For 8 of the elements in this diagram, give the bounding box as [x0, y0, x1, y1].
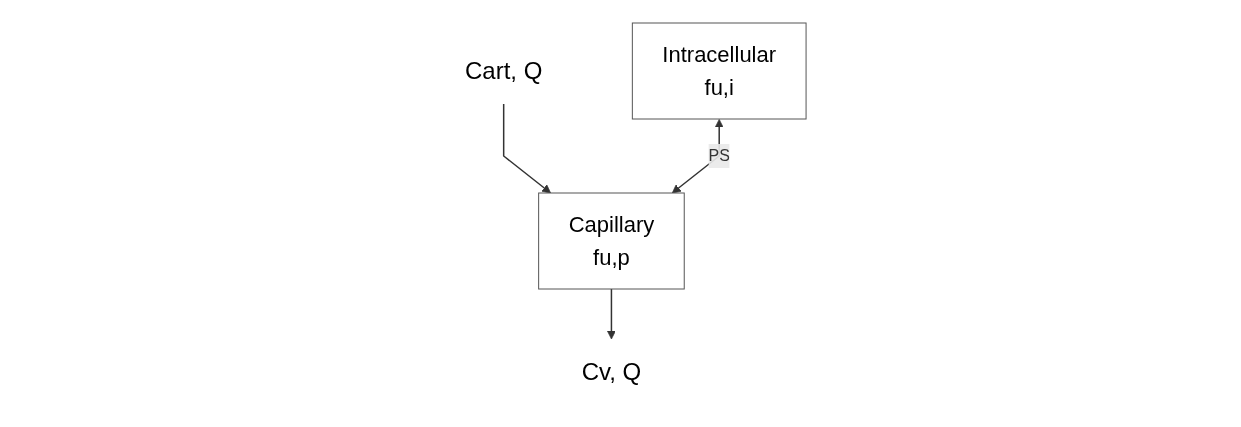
arrow [671, 118, 724, 193]
node-text: Cv, Q [581, 357, 642, 385]
arrow [502, 102, 551, 193]
edge-label: PS [708, 146, 730, 164]
node-box: Capillary fu,p [538, 192, 685, 289]
node-text: Cart, Q [464, 56, 543, 84]
node-box: Intracellular fu,i [631, 22, 807, 119]
arrow [607, 287, 616, 339]
